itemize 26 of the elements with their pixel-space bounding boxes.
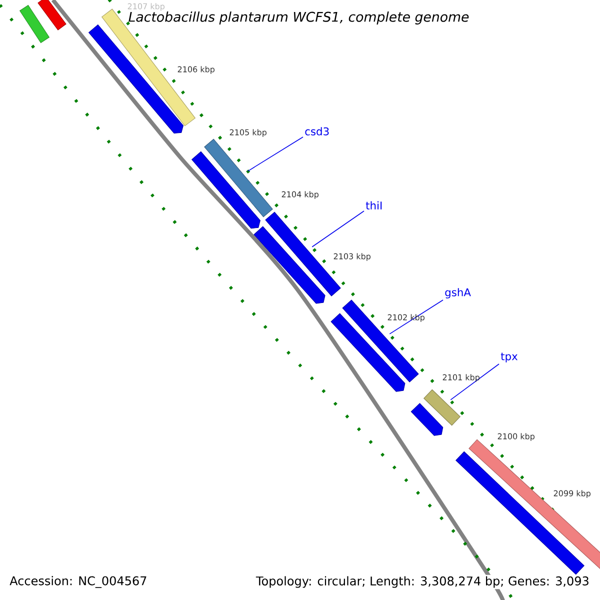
gene-feature bbox=[204, 138, 273, 218]
gene-feature bbox=[330, 313, 406, 392]
position-label: 2101 kbp bbox=[442, 374, 480, 382]
position-label: 2107 kbp bbox=[128, 3, 164, 11]
gene-label: csd3 bbox=[305, 127, 329, 136]
position-label: 2105 kbp bbox=[230, 129, 266, 137]
gene-feature bbox=[191, 151, 260, 229]
leader-line bbox=[389, 300, 444, 334]
title: Lactobacillus plantarum WCFS1, complete genome bbox=[128, 12, 469, 24]
position-label: 2106 kbp bbox=[178, 66, 214, 74]
gene-feature bbox=[38, 0, 66, 30]
leader-line bbox=[247, 136, 304, 172]
leader-line bbox=[312, 210, 364, 248]
gene-feature bbox=[254, 226, 326, 304]
leader-line bbox=[450, 364, 500, 400]
gene-label: thiI bbox=[366, 201, 382, 210]
footer-text: Topology: circular; Length: 3,308,274 bp; Genes: 3,093 bbox=[254, 574, 591, 590]
gene-feature bbox=[468, 439, 600, 571]
footer-text: Accession: NC_004567 bbox=[8, 574, 149, 590]
position-label: 2099 kbp bbox=[554, 490, 591, 498]
gene-label: tpx bbox=[500, 352, 518, 362]
gene-feature bbox=[410, 402, 444, 436]
position-label: 2103 kbp bbox=[334, 253, 370, 261]
gene-label: gshA bbox=[445, 288, 471, 298]
position-label: 2100 kbp bbox=[498, 433, 535, 441]
position-label: 2104 kbp bbox=[282, 191, 318, 199]
